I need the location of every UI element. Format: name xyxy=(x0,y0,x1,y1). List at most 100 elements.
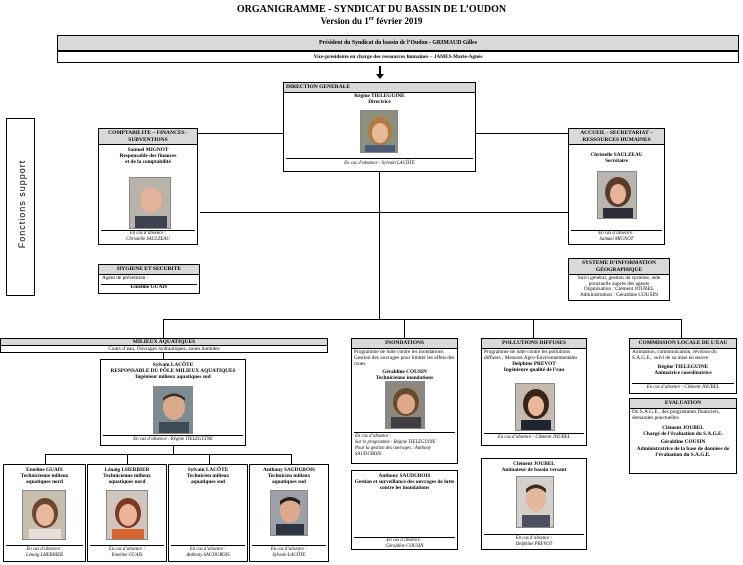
comptabilite-absence1: En cas d’absence : xyxy=(129,231,167,236)
milieux-lead-name: Sylvain LACÔTE xyxy=(152,362,194,368)
milieux-lead-absence: En cas d’absence : Régine TIELEGUINE xyxy=(133,437,213,442)
comptabilite-role2: et de la comptabilité xyxy=(125,159,171,166)
pollutions-header: POLLUTIONS DIFFUSES xyxy=(482,339,586,349)
pollutions-sub-box: Clément JOUBEL Animateur de bassin versa… xyxy=(481,458,587,550)
direction-role: Directrice xyxy=(368,98,391,105)
support-side-panel: Fonctions support xyxy=(6,118,35,296)
staff-role: Technicien milieux xyxy=(186,473,230,480)
evaluation-box: EVALUATION Du S.A.G.E., des programmes f… xyxy=(629,398,737,474)
hygiene-box: HYGIENE ET SECURITE Agent de prévention … xyxy=(98,264,200,294)
staff-role: aquatiques nord xyxy=(26,479,63,486)
staff-role: aquatiques nord xyxy=(108,479,146,486)
inondations-sub-absence1: En cas d’absence : xyxy=(386,538,423,543)
milieux-lead-role1: RESPONSABLE DU PÔLE MILIEUX AQUATIQUES xyxy=(110,368,236,375)
direction-box: DIRECTION GENERALE Régine TIELEGUINE Dir… xyxy=(283,82,476,172)
cle-absence: En cas d’absence : Clément JOUBEL xyxy=(646,385,720,390)
sig-admin: Administration : Géraldine COUSIN xyxy=(579,292,659,299)
cle-name: Régine TIELEGUINE xyxy=(657,363,709,370)
sig-box: SYSTEME D’INFORMATION GÉOGRAPHIQUE Suivi… xyxy=(568,258,670,301)
staff-role: Technicienne milieux xyxy=(20,473,69,480)
direction-absence: En cas d’absence : Sylvain LACÔTE xyxy=(344,161,415,166)
inondations-absence3: Pour la gestion des ouvrages : Anthony S… xyxy=(355,446,431,457)
accueil-photo xyxy=(597,171,637,219)
arrow-down-icon xyxy=(376,74,384,79)
president-box: Président du Syndicat du bassin de l’Oud… xyxy=(57,35,739,51)
inondations-text: Programme de lutte contre les inondation… xyxy=(354,348,455,367)
cle-header: COMMISSION LOCALE DE L’EAU xyxy=(630,339,736,349)
staff-photo xyxy=(106,490,148,540)
chart-title: ORGANIGRAMME - SYNDICAT DU BASSIN DE L’O… xyxy=(236,4,507,15)
support-side-label: Fonctions support xyxy=(17,159,27,249)
staff-absence: En cas d’absence : xyxy=(270,547,308,552)
staff-absence: Lénaig LHERBIER xyxy=(26,553,63,558)
cle-box: COMMISSION LOCALE DE L’EAU Animation, co… xyxy=(629,338,737,394)
inondations-photo xyxy=(385,381,425,429)
milieux-lead-box: Sylvain LACÔTE RESPONSABLE DU PÔLE MILIE… xyxy=(100,359,246,446)
staff-absence: Sylvain LACÔTE xyxy=(272,553,306,558)
staff-role: Technicienne milieux xyxy=(103,473,151,480)
staff-absence: En cas d’absence : xyxy=(108,547,146,552)
milieux-text: Cours d’eau, Ouvrages hydrauliques, zone… xyxy=(108,346,220,352)
hygiene-header: HYGIENE ET SECURITE xyxy=(99,265,199,275)
staff-card: Anthony SAUDUBOIS Technicien milieux aqu… xyxy=(249,464,329,562)
version-date: Version du 1er février 2019 xyxy=(320,16,423,26)
comptabilite-header: COMPTABILITE – FINANCES - SUBVENTIONS xyxy=(99,129,197,145)
staff-name: Lénaig LHERBIER xyxy=(104,467,150,473)
staff-photo xyxy=(270,490,308,536)
evaluation-role2: Administratrice de la base de données de… xyxy=(636,445,730,458)
inondations-absence1: En cas d’absence : xyxy=(355,434,392,439)
staff-absence: En cas d’absence : xyxy=(189,547,227,552)
pollutions-role: Ingénieure qualité de l’eau xyxy=(503,367,565,374)
accueil-name: Christelle SAULZEAU xyxy=(590,152,643,158)
pollutions-sub-name: Clément JOUBEL xyxy=(513,461,555,467)
vice-president-label: Vice-présidente en charge des ressources… xyxy=(313,54,483,60)
hygiene-text: Agent de prévention : xyxy=(102,274,149,281)
staff-card: Emeline GUAIS Technicienne milieux aquat… xyxy=(3,464,86,562)
accueil-header: ACCUEIL - SECRETARIAT – RESSOURCES HUMAI… xyxy=(569,129,664,145)
staff-name: Anthony SAUDUBOIS xyxy=(263,467,315,473)
pollutions-absence: En cas d’absence : Clément JOUBEL xyxy=(497,435,571,440)
milieux-lead-role2: Ingénieur milieux aquatiques sud xyxy=(135,374,211,381)
cle-text: Animation, communication, révision du S.… xyxy=(632,348,717,361)
inondations-sub-absence2: Géraldine COUSIN xyxy=(385,544,424,549)
staff-absence: Emeline GUAIS xyxy=(111,553,143,558)
hygiene-name: Emeline GUAIS xyxy=(130,283,168,290)
pollutions-text: Programme de lutte contre les pollutions… xyxy=(484,348,578,361)
direction-photo xyxy=(360,110,398,153)
accueil-role: Secrétaire xyxy=(605,158,628,165)
staff-card: Lénaig LHERBIER Technicienne milieux aqu… xyxy=(87,464,167,562)
comptabilite-absence2: Christelle SAULZEAU xyxy=(126,237,170,242)
pollutions-sub-absence2: Delphine PREVOT xyxy=(515,542,553,547)
pollutions-sub-role: Animateur de bassin versant xyxy=(501,467,567,474)
accueil-absence1: En cas d’absence : xyxy=(598,231,635,236)
vice-president-box: Vice-présidente en charge des ressources… xyxy=(57,51,739,63)
cle-role: Animatrice coordinatrice xyxy=(654,370,712,377)
staff-role: aquatiques sud xyxy=(190,479,225,486)
president-label: Président du Syndicat du bassin de l’Oud… xyxy=(319,40,477,46)
pollutions-name: Delphine PREVOT xyxy=(512,360,556,367)
pollutions-sub-photo xyxy=(516,476,554,528)
sig-text: Suivi général, gestion du système, aide … xyxy=(577,275,661,288)
inondations-sub-box: Anthony SAUDUBOIS Gestion et surveillanc… xyxy=(351,470,458,550)
inondations-sub-name: Anthony SAUDUBOIS xyxy=(378,473,431,479)
comptabilite-role1: Responsable des finances xyxy=(119,153,177,160)
sig-header: SYSTEME D’INFORMATION GÉOGRAPHIQUE xyxy=(569,259,669,275)
staff-absence: Anthony SAUDUBOIS xyxy=(186,553,230,558)
evaluation-name1: Clément JOUBEL xyxy=(662,424,704,431)
staff-card: Sylvain LACÔTE Technicien milieux aquati… xyxy=(168,464,248,562)
inondations-name: Géraldine COUSIN xyxy=(382,369,427,376)
evaluation-header: EVALUATION xyxy=(630,399,736,409)
staff-absence: En cas d’absence : xyxy=(26,547,63,552)
inondations-box: INONDATIONS Programme de lutte contre le… xyxy=(351,338,458,464)
pollutions-photo xyxy=(515,383,555,431)
pollutions-sub-absence1: En cas d’absence : xyxy=(515,536,553,541)
staff-photo xyxy=(22,490,66,540)
staff-role: aquatiques sud xyxy=(271,479,306,486)
evaluation-text: Du S.A.G.E., des programmes financiers, … xyxy=(632,408,720,421)
evaluation-name2: Géraldine COUSIN xyxy=(660,439,706,446)
staff-name: Sylvain LACÔTE xyxy=(187,467,229,473)
milieux-header: MILIEUX AQUATIQUES xyxy=(1,339,327,346)
direction-name: Régine TIELEGUINE xyxy=(354,92,405,99)
comptabilite-name: Samuel MIGNOT xyxy=(127,147,169,153)
comptabilite-box: COMPTABILITE – FINANCES - SUBVENTIONS Sa… xyxy=(98,128,198,245)
